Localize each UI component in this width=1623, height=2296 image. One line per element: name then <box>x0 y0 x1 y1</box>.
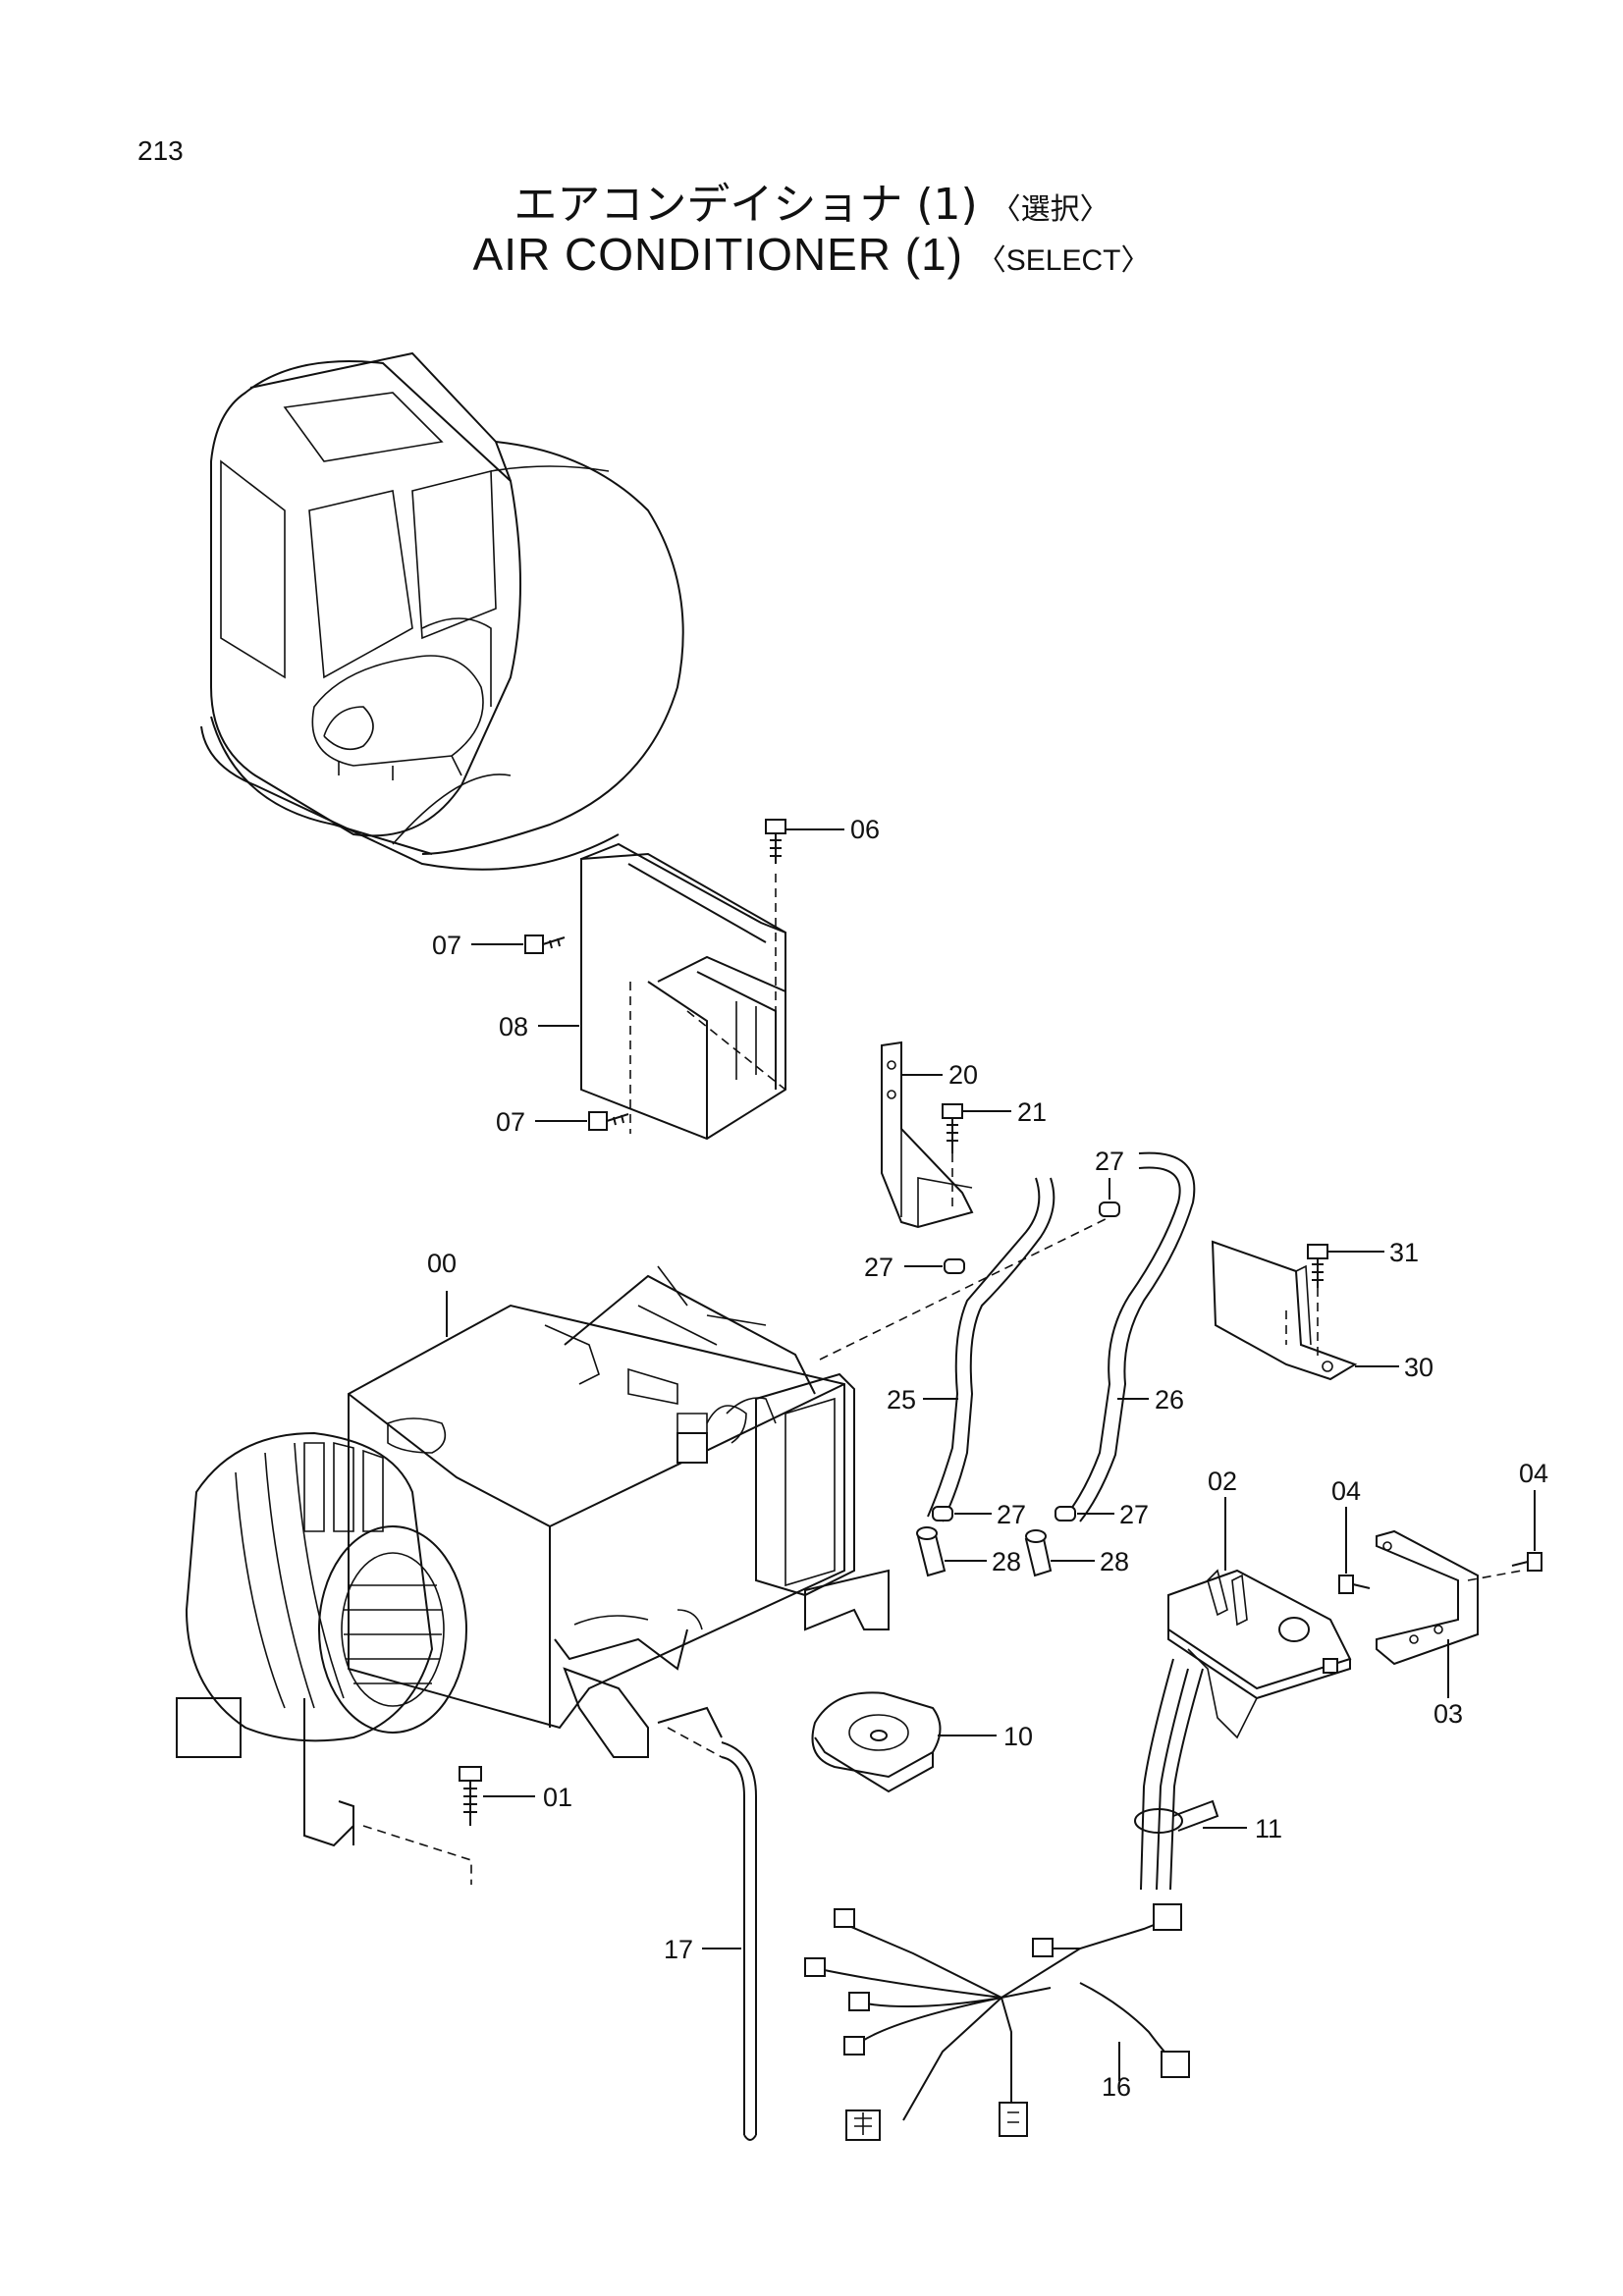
label-11: 11 <box>1255 1814 1282 1843</box>
title-japanese-tag: 〈選択〉 <box>991 192 1109 227</box>
title-english: AIR CONDITIONER (1) 〈SELECT〉 <box>0 228 1623 281</box>
hose-26 <box>1064 1151 1196 1522</box>
bolt-07-upper-icon <box>471 934 566 954</box>
bolt-31-icon <box>1307 1244 1384 1360</box>
bolt-01-icon <box>459 1766 535 1826</box>
label-01: 01 <box>543 1783 572 1812</box>
label-20: 20 <box>948 1060 978 1090</box>
connector-b-icon <box>804 1957 826 1977</box>
connector-i-icon <box>999 2102 1028 2137</box>
bracket-20 <box>881 1041 974 1229</box>
label-02: 02 <box>1208 1467 1237 1496</box>
condenser-assembly <box>580 842 786 1141</box>
connector-a-icon <box>834 1908 855 1928</box>
label-25: 25 <box>887 1385 916 1415</box>
title-japanese-main: エアコンデイショナ (1) <box>514 180 978 230</box>
pad-10 <box>811 1691 997 1793</box>
title-english-main: AIR CONDITIONER (1) <box>472 229 963 280</box>
label-21: 21 <box>1017 1097 1047 1127</box>
connector-f-icon <box>1153 1903 1182 1931</box>
title-english-tag: 〈SELECT〉 <box>976 244 1151 277</box>
label-03: 03 <box>1434 1699 1463 1729</box>
label-27-mid: 27 <box>864 1253 893 1282</box>
label-27-lower-left: 27 <box>997 1500 1026 1529</box>
label-16: 16 <box>1102 2072 1131 2102</box>
bolt-21-icon <box>942 1103 1011 1207</box>
label-07-lower: 07 <box>496 1107 525 1137</box>
connector-g-icon <box>1161 2051 1190 2078</box>
bracket-30 <box>1211 1240 1399 1381</box>
label-31: 31 <box>1389 1238 1419 1267</box>
screw-04-right-icon <box>1511 1490 1542 1572</box>
wire-harness-16 <box>804 1903 1190 2141</box>
bolt-07-lower-icon <box>535 1111 629 1131</box>
fitting-28-right-icon <box>1024 1529 1095 1577</box>
hose-routing-dashed <box>819 1211 1120 1361</box>
label-28-right: 28 <box>1100 1547 1129 1576</box>
label-10: 10 <box>1003 1722 1033 1751</box>
label-08: 08 <box>499 1012 528 1041</box>
fitting-28-left-icon <box>916 1526 987 1577</box>
connector-c-icon <box>848 1992 870 2011</box>
label-06: 06 <box>850 815 880 844</box>
label-27-top: 27 <box>1095 1147 1124 1176</box>
connector-e-icon <box>1032 1938 1054 1957</box>
excavator-cab-illustration <box>200 351 684 871</box>
label-27-lower-right: 27 <box>1119 1500 1149 1529</box>
drain-hose-17 <box>702 1741 757 2141</box>
label-04-left: 04 <box>1331 1476 1361 1506</box>
page-number: 213 <box>137 135 184 166</box>
screw-04-left-icon <box>1338 1507 1371 1594</box>
clamp-27-icon <box>932 1201 1120 1522</box>
bolt-06-icon <box>765 819 844 864</box>
control-panel-02 <box>1167 1497 1352 1739</box>
label-26: 26 <box>1155 1385 1184 1415</box>
clip-11 <box>1134 1658 1247 1891</box>
label-30: 30 <box>1404 1353 1434 1382</box>
label-07-upper: 07 <box>432 931 461 960</box>
title-japanese: エアコンデイショナ (1) 〈選択〉 <box>0 169 1623 232</box>
label-04-right: 04 <box>1519 1459 1548 1488</box>
label-00: 00 <box>427 1249 457 1278</box>
cab-internal-ac-unit <box>311 617 492 780</box>
ac-unit-main <box>176 1265 890 1885</box>
hose-25 <box>927 1177 1055 1522</box>
connector-d-icon <box>843 2036 865 2056</box>
label-28-left: 28 <box>992 1547 1021 1576</box>
label-17: 17 <box>664 1935 693 1964</box>
bracket-03 <box>1376 1529 1523 1698</box>
